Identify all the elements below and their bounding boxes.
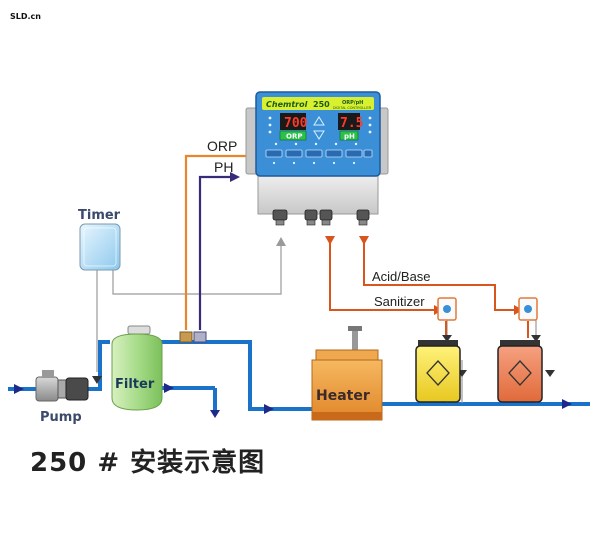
up-button-icon[interactable] (313, 116, 325, 126)
orp-display-value: 700 (284, 116, 308, 131)
flow-arrow-heater (264, 404, 274, 414)
flow-arrow-filter (164, 383, 174, 393)
sanitizer-label: Sanitizer (374, 294, 425, 309)
panel-button-dots (272, 161, 356, 165)
acid-base-tank (497, 340, 543, 403)
ph-line-label: PH (214, 159, 233, 175)
feed-lines (329, 236, 529, 338)
controller-subtitle2: DIGITAL CONTROLLER (333, 106, 372, 110)
timer-label: Timer (78, 208, 121, 223)
controller-header (262, 97, 374, 110)
watermark-text: SLD.cn (10, 12, 41, 21)
pump-label: Pump (40, 410, 82, 425)
control-arrow (276, 237, 286, 246)
acid-base-label: Acid/Base (372, 269, 431, 284)
heater-unit (311, 326, 383, 421)
pump-device (35, 370, 89, 402)
panel-button-6[interactable] (363, 149, 373, 158)
controller-unit: Chemtrol 250 ORP/pH DIGITAL CONTROLLER 7… (245, 91, 389, 226)
flow-arrow-outlet (562, 399, 572, 409)
timer-device (79, 223, 121, 271)
flow-arrows (14, 383, 572, 418)
orp-line-label: ORP (207, 138, 237, 154)
ph-display-value: 7.5 (340, 116, 363, 131)
flow-arrow-drain (210, 410, 220, 418)
ph-line (198, 175, 236, 330)
sanitizer-feeder-pump (437, 297, 457, 321)
filter-tank (111, 325, 163, 411)
orp-display (280, 113, 306, 130)
panel-button-3[interactable] (305, 149, 323, 158)
sanitizer-tank (415, 340, 461, 403)
pump-control-arrow (92, 376, 102, 384)
controller-brand: Chemtrol (266, 100, 308, 109)
controller-subtitle: ORP/pH (342, 100, 363, 106)
ph-display (338, 113, 360, 130)
diagram-caption: 250 # 安装示意图 (30, 448, 266, 478)
filter-label: Filter (115, 377, 155, 392)
cable-glands-nuts (275, 219, 368, 226)
orp-tag: ORP (286, 133, 302, 141)
ph-sensor (193, 331, 207, 343)
panel-buttons[interactable] (265, 149, 373, 158)
ph-tag: pH (344, 133, 355, 141)
down-button-icon[interactable] (313, 130, 325, 140)
panel-button-1[interactable] (265, 149, 283, 158)
orp-line (184, 154, 258, 330)
acid-feeder-pump (518, 297, 538, 321)
controller-model: 250 (313, 100, 330, 109)
panel-button-4[interactable] (325, 149, 343, 158)
orp-sensor (179, 331, 193, 343)
indicator-leds (268, 116, 372, 146)
flow-arrow-inlet (14, 384, 24, 394)
ph-arrow (230, 172, 240, 182)
panel-button-5[interactable] (345, 149, 363, 158)
heater-label: Heater (316, 388, 370, 404)
panel-button-2[interactable] (285, 149, 303, 158)
